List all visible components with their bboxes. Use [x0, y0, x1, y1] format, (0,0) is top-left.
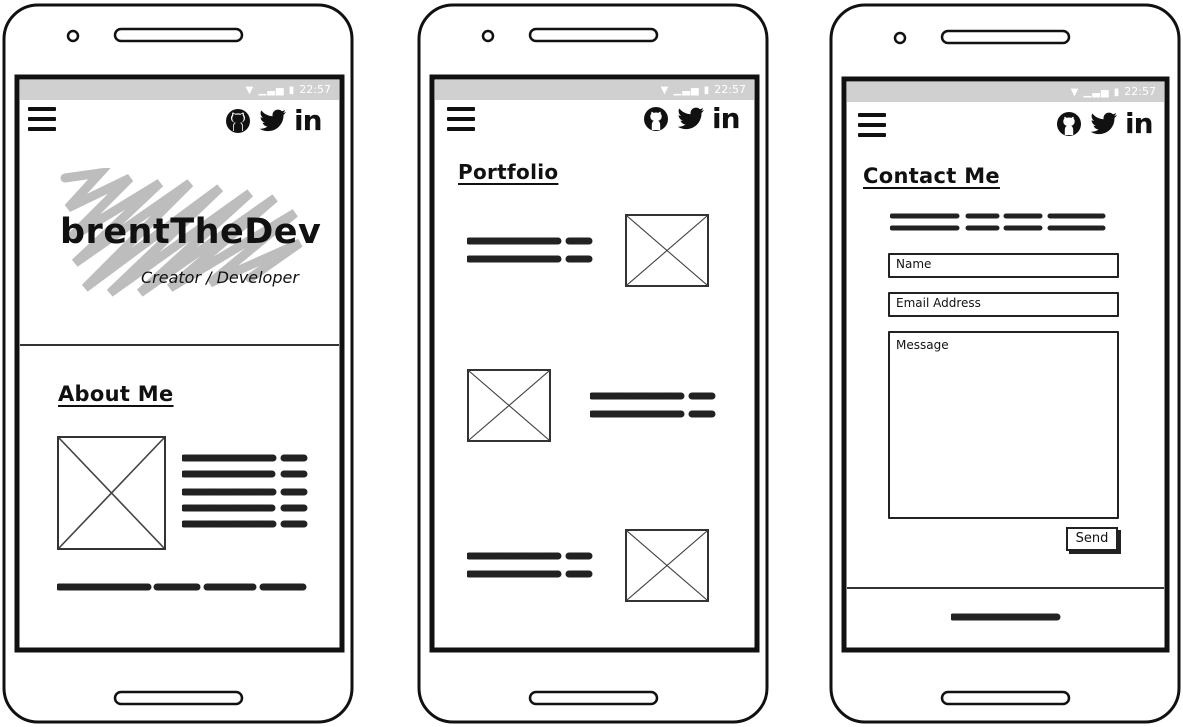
portfolio-item-3-image[interactable]: [625, 529, 709, 602]
status-bar: ▼ ▁▃▅ ▮22:57: [847, 82, 1164, 102]
contact-intro-text: [890, 213, 1107, 231]
name-field[interactable]: Name: [888, 253, 1119, 278]
phone-contact: ▼ ▁▃▅ ▮22:57 in Contact Me Name Email Ad…: [827, 0, 1183, 727]
linkedin-icon[interactable]: in: [294, 104, 323, 137]
portfolio-item-1-text: [467, 237, 593, 263]
phone-home: ▼ ▁▃▅ ▮22:57 in brentTheDev Creator / De…: [0, 0, 358, 727]
portfolio-item-3-text: [467, 552, 593, 578]
linkedin-icon[interactable]: in: [1125, 107, 1154, 140]
signal-icons: ▼ ▁▃▅ ▮: [245, 85, 296, 96]
social-icons: in: [1055, 107, 1154, 140]
footer-text: [951, 613, 1061, 621]
about-footer-scribble: [57, 583, 307, 591]
hero-scribble-background: [60, 168, 303, 297]
about-title: About Me: [58, 382, 174, 406]
brand-tagline: Creator / Developer: [141, 268, 299, 287]
status-bar: ▼ ▁▃▅ ▮22:57: [20, 80, 339, 100]
twitter-icon[interactable]: [259, 109, 287, 133]
screen-home: ▼ ▁▃▅ ▮22:57 in brentTheDev Creator / De…: [20, 80, 339, 647]
portfolio-item-2-text: [590, 392, 716, 418]
screen-portfolio: ▼ ▁▃▅ ▮22:57 in Portfolio: [435, 80, 754, 647]
signal-icons: ▼ ▁▃▅ ▮: [660, 85, 711, 96]
phone-portfolio: ▼ ▁▃▅ ▮22:57 in Portfolio: [415, 0, 773, 727]
github-icon[interactable]: [224, 107, 252, 135]
about-text-scribble: [182, 454, 308, 528]
hero-divider: [20, 344, 339, 346]
hamburger-icon[interactable]: [28, 107, 56, 137]
hamburger-icon[interactable]: [858, 113, 886, 143]
email-field[interactable]: Email Address: [888, 292, 1119, 317]
github-icon[interactable]: [642, 105, 670, 133]
footer-divider: [847, 587, 1164, 589]
screen-contact: ▼ ▁▃▅ ▮22:57 in Contact Me Name Email Ad…: [847, 82, 1164, 647]
twitter-icon[interactable]: [1090, 112, 1118, 136]
status-time: 22:57: [1124, 85, 1156, 98]
message-field[interactable]: Message: [888, 331, 1119, 519]
github-icon[interactable]: [1055, 110, 1083, 138]
signal-icons: ▼ ▁▃▅ ▮: [1070, 87, 1121, 98]
portfolio-item-1-image[interactable]: [625, 214, 709, 287]
hamburger-icon[interactable]: [447, 107, 475, 137]
about-image-placeholder: [57, 436, 166, 550]
twitter-icon[interactable]: [677, 107, 705, 131]
status-bar: ▼ ▁▃▅ ▮22:57: [435, 80, 754, 100]
contact-title: Contact Me: [863, 164, 1000, 188]
status-time: 22:57: [714, 83, 746, 96]
social-icons: in: [642, 102, 741, 135]
brand-title: brentTheDev: [60, 212, 322, 252]
portfolio-title: Portfolio: [458, 160, 559, 184]
status-time: 22:57: [299, 83, 331, 96]
portfolio-item-2-image[interactable]: [467, 369, 551, 442]
social-icons: in: [224, 104, 323, 137]
send-button[interactable]: Send: [1066, 527, 1118, 551]
linkedin-icon[interactable]: in: [712, 102, 741, 135]
